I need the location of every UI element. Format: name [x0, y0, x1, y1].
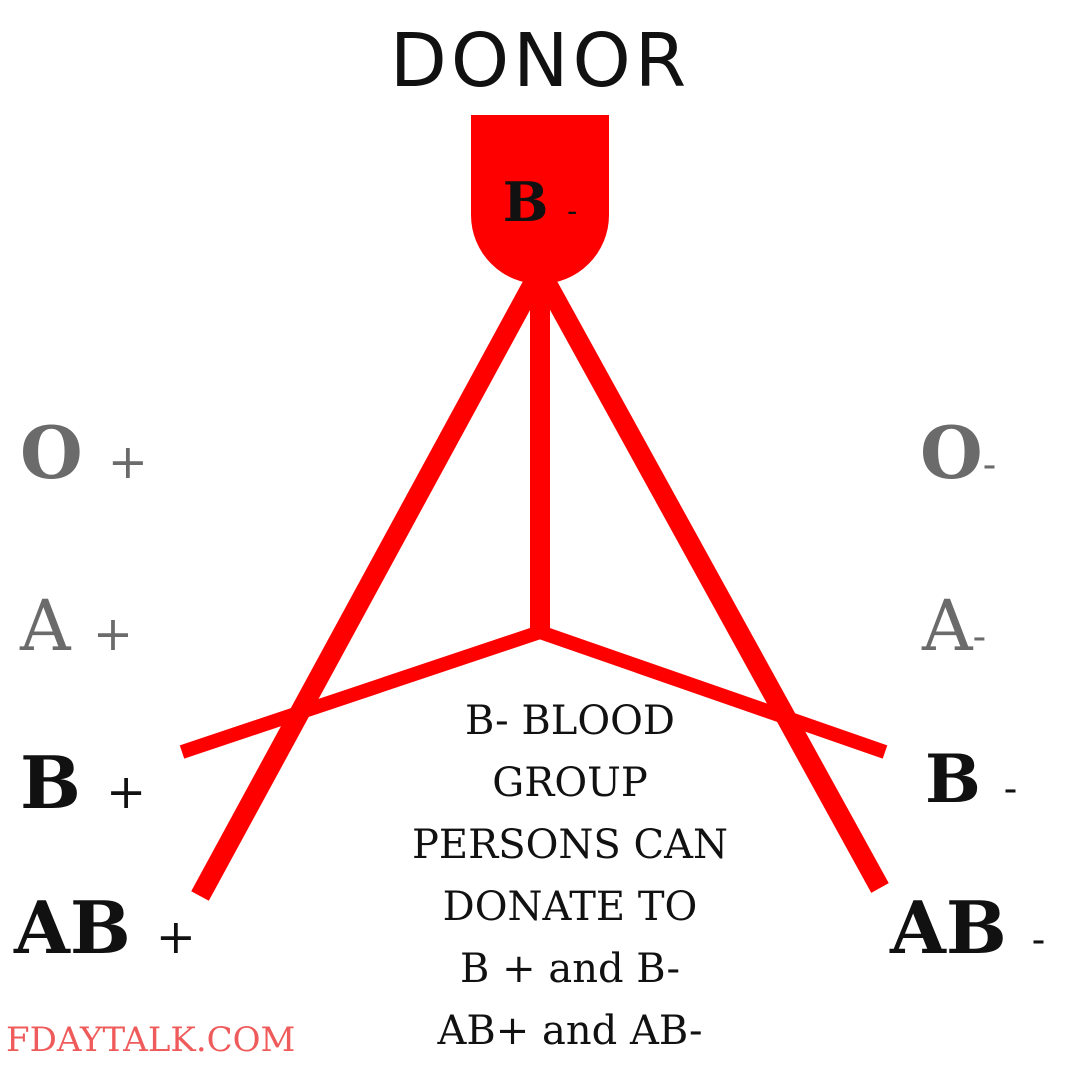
- group-type: AB: [14, 885, 131, 970]
- diagram-title: DONOR: [389, 18, 691, 104]
- group-type: B: [20, 740, 81, 825]
- group-label-b-plus: B +: [20, 740, 146, 825]
- info-line: B + and B-: [460, 946, 680, 992]
- group-label-ab-minus: AB -: [890, 885, 1045, 970]
- group-sign: -: [982, 442, 997, 488]
- group-label-a-plus: A +: [20, 585, 133, 667]
- group-sign: -: [1031, 917, 1046, 963]
- group-sign: +: [155, 909, 197, 965]
- group-type: A: [20, 585, 71, 667]
- connector-line-b-plus: [179, 625, 543, 759]
- donor-group-label: B -: [470, 170, 610, 234]
- info-line: B- BLOOD: [465, 698, 675, 744]
- group-sign: +: [107, 434, 149, 490]
- connector-line-b-minus: [537, 625, 888, 759]
- info-line: PERSONS CAN: [411, 822, 729, 868]
- donor-bag-shape: [471, 115, 609, 284]
- donor-sign: -: [567, 194, 578, 229]
- connector-line-ab-plus: [191, 275, 544, 901]
- group-label-b-minus: B -: [925, 740, 1017, 818]
- group-type: AB: [890, 885, 1007, 970]
- group-label-a-minus: A-: [922, 585, 986, 667]
- group-type: B: [925, 740, 981, 818]
- info-line: GROUP: [492, 760, 648, 806]
- group-type: O: [20, 410, 83, 495]
- connector-line-ab-minus: [536, 275, 889, 893]
- group-sign: -: [972, 614, 987, 660]
- group-type: O: [920, 410, 983, 495]
- group-type: A: [922, 585, 973, 667]
- group-label-o-plus: O +: [20, 410, 148, 495]
- site-watermark: FDAYTALK.COM: [6, 1020, 296, 1060]
- group-sign: -: [1003, 766, 1018, 812]
- donor-type: B: [502, 170, 549, 234]
- info-line: AB+ and AB-: [437, 1008, 703, 1054]
- group-label-o-minus: O-: [920, 410, 996, 495]
- info-line: DONATE TO: [442, 884, 698, 930]
- group-label-ab-plus: AB +: [14, 885, 196, 970]
- group-sign: +: [105, 764, 147, 820]
- donation-info-text: B- BLOOD GROUP PERSONS CAN DONATE TO B +…: [380, 690, 760, 1062]
- group-sign: +: [92, 606, 134, 662]
